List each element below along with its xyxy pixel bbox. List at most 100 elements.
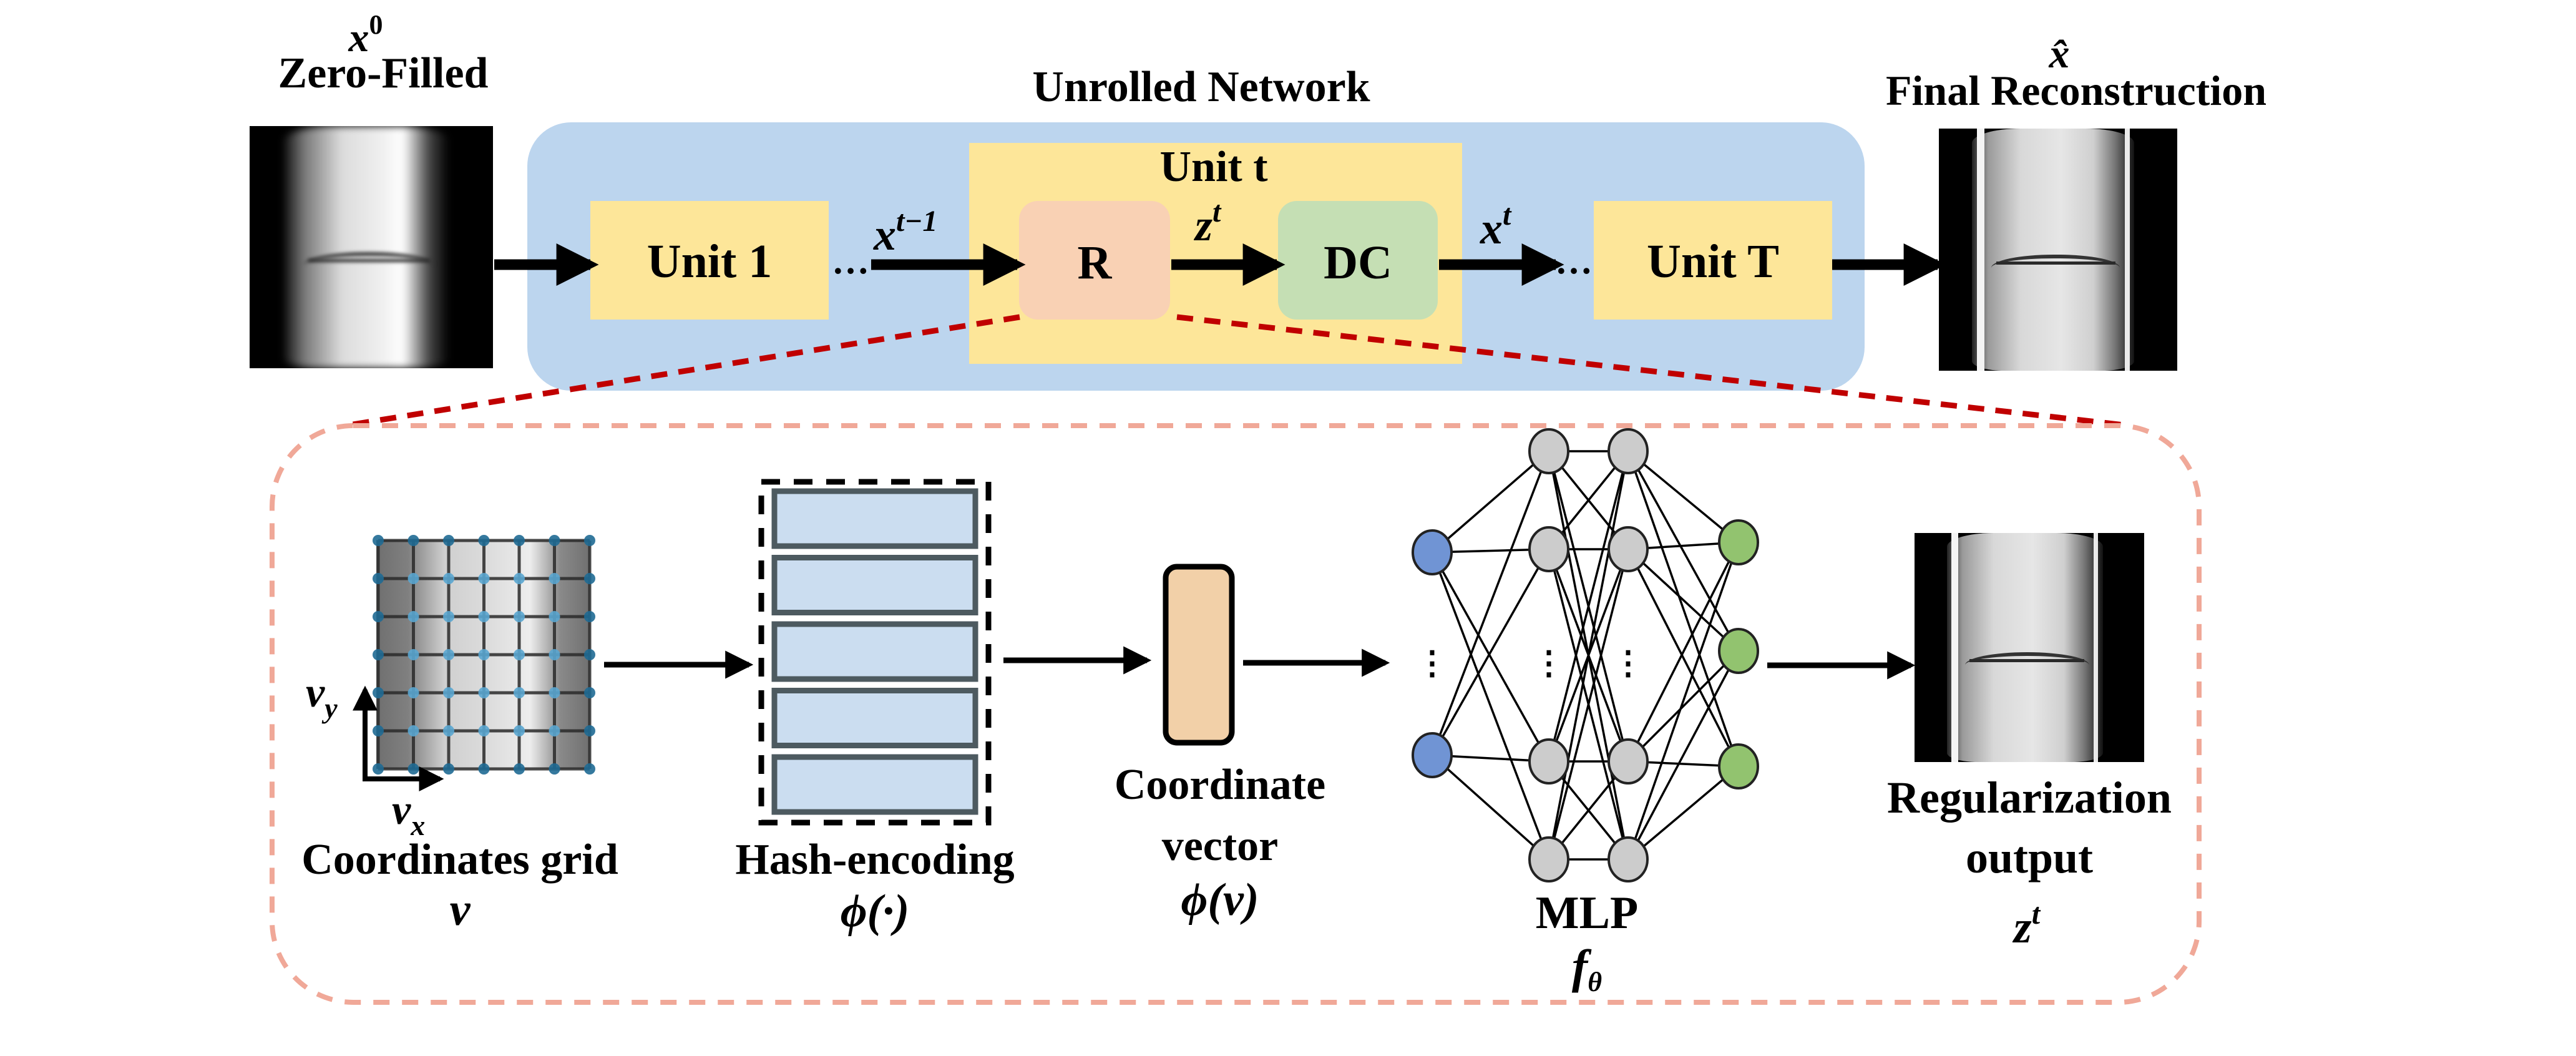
- grid-point: [584, 535, 595, 546]
- hash-encoding-frame: [758, 479, 992, 826]
- grid-point: [478, 763, 490, 775]
- vector-symbol: ϕ(v): [1181, 874, 1259, 926]
- mlp-vdots-hidden2: ⋮: [1612, 646, 1644, 682]
- grid-point: [443, 535, 454, 546]
- unit-1-box: [590, 201, 829, 320]
- data-consistency-block: [1278, 201, 1438, 320]
- hash-level: [771, 688, 978, 748]
- ellipsis-right: …: [1555, 240, 1593, 281]
- coordinate-vector: [1163, 564, 1235, 746]
- mlp-edge: [1548, 451, 1629, 762]
- grid-point: [584, 573, 595, 584]
- grid-point: [584, 649, 595, 660]
- grid-point: [373, 573, 384, 584]
- mlp-edge: [1627, 650, 1740, 860]
- grid-point: [549, 535, 560, 546]
- grid-point: [549, 763, 560, 775]
- mlp-hidden1-node: [1528, 738, 1569, 785]
- mlp-edge: [1627, 765, 1740, 861]
- hash-level: [771, 488, 978, 549]
- grid-point: [407, 763, 419, 775]
- grid-point: [373, 687, 384, 698]
- grid-point: [584, 763, 595, 775]
- mlp-edge: [1627, 542, 1740, 762]
- grid-point: [584, 611, 595, 622]
- hash-symbol: ϕ(·): [841, 886, 910, 937]
- data-consistency-label: DC: [1324, 237, 1392, 289]
- hash-level: [771, 555, 978, 615]
- regularizer-detail-panel: [270, 423, 2202, 1005]
- input-symbol: x0: [348, 9, 383, 61]
- regularization-output-image: [1915, 533, 2144, 762]
- grid-point: [373, 725, 384, 736]
- grid-point: [373, 535, 384, 546]
- unit-T-label: Unit T: [1647, 235, 1779, 288]
- mlp-edge: [1627, 450, 1740, 544]
- grid-point: [478, 649, 490, 660]
- mlp-hidden2-node: [1608, 526, 1649, 572]
- regularization-symbol: zt: [2012, 897, 2041, 953]
- grid-point: [478, 573, 490, 584]
- mlp-vdots-input: ⋮: [1416, 646, 1448, 682]
- axis-x-label: vx: [392, 786, 425, 841]
- mlp-edge: [1431, 549, 1550, 756]
- coordinates-grid: [373, 535, 595, 775]
- grid-point: [478, 611, 490, 622]
- edge-label-z-t: zt: [1193, 195, 1222, 250]
- output-title: Final Reconstruction: [1886, 67, 2266, 114]
- regularizer-label: R: [1078, 237, 1113, 289]
- grid-point: [514, 535, 525, 546]
- mlp-output-node: [1718, 743, 1759, 790]
- grid-point: [407, 535, 419, 546]
- grid-point: [407, 649, 419, 660]
- grid-point: [514, 763, 525, 775]
- regularizer-block: [1019, 201, 1170, 320]
- unit-1-label: Unit 1: [647, 235, 773, 288]
- mlp-edge: [1627, 549, 1740, 767]
- mlp-vdots-hidden1: ⋮: [1533, 646, 1565, 682]
- mlp-edge: [1431, 552, 1550, 860]
- unit-t-title: Unit t: [1159, 143, 1267, 191]
- mlp-nodes: [1412, 428, 1759, 882]
- edge-label-x-t: xt: [1480, 198, 1512, 253]
- network-title: Unrolled Network: [1032, 63, 1370, 111]
- grid-point: [478, 687, 490, 698]
- grid-point: [478, 535, 490, 546]
- hash-level: [771, 754, 978, 815]
- grid-point: [443, 611, 454, 622]
- mlp-hidden1-node: [1528, 526, 1569, 572]
- unit-T-box: [1594, 201, 1832, 320]
- grid-point: [549, 725, 560, 736]
- mlp-hidden1-node: [1528, 428, 1569, 474]
- mlp-edge: [1548, 549, 1629, 860]
- mlp-edge: [1627, 542, 1740, 860]
- mlp-edge: [1627, 451, 1740, 767]
- regularization-title-line1: Regularization: [1887, 773, 2172, 823]
- grid-point: [514, 649, 525, 660]
- zoom-line-right: [1176, 314, 2130, 429]
- grid-point: [514, 611, 525, 622]
- zoom-line-left: [344, 314, 1020, 429]
- mlp-hidden2-node: [1608, 738, 1649, 785]
- coords-symbol: v: [450, 884, 471, 936]
- grid-point: [549, 649, 560, 660]
- grid-point: [407, 611, 419, 622]
- mlp-output-node: [1718, 628, 1759, 674]
- grid-point: [443, 725, 454, 736]
- grid-point: [407, 725, 419, 736]
- grid-point: [549, 687, 560, 698]
- axis-y-label: vy: [306, 668, 338, 724]
- mlp-symbol: fθ: [1572, 941, 1602, 997]
- mlp-edge: [1431, 754, 1550, 861]
- mlp-output-node: [1718, 519, 1759, 565]
- vector-title-line2: vector: [1162, 822, 1279, 870]
- grid-point: [373, 763, 384, 775]
- grid-point: [584, 725, 595, 736]
- mlp-edge: [1548, 451, 1629, 860]
- final-reconstruction-image: [1939, 129, 2177, 371]
- grid-point: [373, 611, 384, 622]
- grid-point: [443, 763, 454, 775]
- grid-point: [443, 573, 454, 584]
- regularization-title-line2: output: [1966, 833, 2093, 882]
